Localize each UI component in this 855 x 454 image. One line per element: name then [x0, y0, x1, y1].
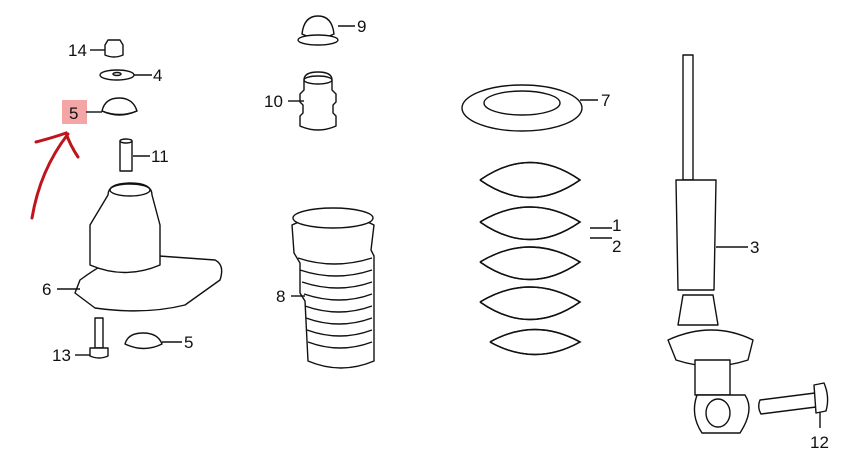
callout-5-top: 5 [69, 104, 78, 123]
part-13-bolt[interactable] [75, 317, 109, 359]
part-7-spring-seat[interactable] [461, 84, 598, 132]
callout-3: 3 [750, 238, 759, 257]
callout-2: 2 [612, 237, 621, 256]
callout-12: 12 [810, 433, 829, 452]
part-10-bump-stop[interactable] [288, 71, 337, 131]
callout-7: 7 [601, 91, 610, 110]
callout-9: 9 [357, 17, 366, 36]
callout-13: 13 [52, 346, 71, 365]
part-5-mount-bottom[interactable] [124, 332, 182, 350]
part-14-nut[interactable] [90, 39, 124, 58]
part-12-bolt[interactable] [758, 382, 829, 428]
part-6-housing[interactable] [57, 182, 223, 312]
callout-10: 10 [264, 92, 283, 111]
callout-8: 8 [276, 287, 285, 306]
callout-6: 6 [42, 280, 51, 299]
highlight-box [62, 100, 87, 124]
callout-11: 11 [151, 147, 169, 166]
part-4-washer[interactable] [99, 69, 152, 81]
annotation-arrow [30, 131, 80, 220]
part-11-sleeve[interactable] [119, 138, 150, 172]
part-5-mount-top[interactable] [86, 97, 138, 116]
part-8-dust-boot[interactable] [291, 207, 375, 369]
part-9-stopper-cap[interactable] [297, 15, 355, 46]
part-3-shock-absorber[interactable] [667, 54, 754, 434]
callout-5-bottom: 5 [184, 333, 193, 352]
callout-14: 14 [68, 41, 87, 60]
part-1-2-coil-spring[interactable] [479, 161, 612, 356]
callout-1: 1 [612, 216, 621, 235]
callout-4: 4 [153, 66, 162, 85]
